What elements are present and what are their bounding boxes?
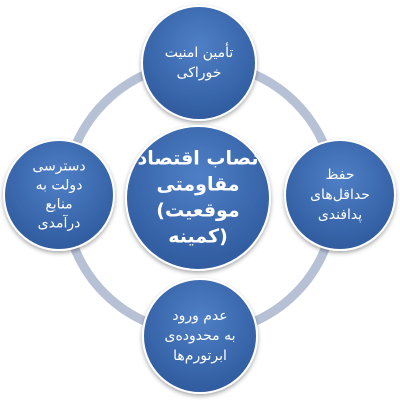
node-center: نصاب اقتصاد مقاومتی (موقعیت کمینه) bbox=[125, 125, 271, 271]
label-line: منابع bbox=[45, 197, 72, 213]
label-line: حفظ bbox=[325, 167, 354, 183]
label-line: پدافندی bbox=[318, 207, 362, 223]
node-right-circle bbox=[284, 139, 396, 251]
node-bottom-label: عدم ورود به محدوده‌ی ابرتورم‌ها bbox=[164, 308, 235, 364]
node-bottom-circle bbox=[142, 278, 258, 394]
node-center-label: نصاب اقتصاد مقاومتی (موقعیت کمینه) bbox=[137, 148, 258, 248]
node-left-circle bbox=[3, 139, 115, 251]
label-line: دسترسی bbox=[32, 159, 85, 175]
node-center-circle bbox=[125, 125, 271, 271]
label-line: به محدوده‌ی bbox=[164, 328, 235, 344]
label-line: عدم ورود bbox=[172, 308, 227, 324]
label-line: درآمدی bbox=[38, 215, 81, 232]
node-bottom: عدم ورود به محدوده‌ی ابرتورم‌ها bbox=[142, 278, 258, 394]
node-top-label: تأمین امنیت خوراکی bbox=[165, 42, 234, 81]
label-line: خوراکی bbox=[177, 65, 222, 81]
label-line: تأمین امنیت bbox=[165, 42, 234, 61]
label-line: مقاومتی bbox=[156, 174, 239, 196]
node-right-label: حفظ حداقل‌های پدافندی bbox=[310, 167, 370, 223]
node-left: دسترسی دولت به منابع درآمدی bbox=[3, 139, 115, 251]
label-line: حداقل‌های bbox=[310, 187, 370, 203]
node-left-label: دسترسی دولت به منابع درآمدی bbox=[32, 159, 85, 232]
node-right: حفظ حداقل‌های پدافندی bbox=[284, 139, 396, 251]
label-line: ابرتورم‌ها bbox=[173, 348, 227, 364]
node-top: تأمین امنیت خوراکی bbox=[141, 5, 257, 121]
node-top-circle bbox=[141, 5, 257, 121]
label-line: کمینه) bbox=[168, 226, 228, 248]
label-line: دولت به bbox=[36, 178, 83, 194]
label-line: نصاب اقتصاد bbox=[137, 148, 258, 170]
label-line: (موقعیت bbox=[156, 200, 239, 222]
